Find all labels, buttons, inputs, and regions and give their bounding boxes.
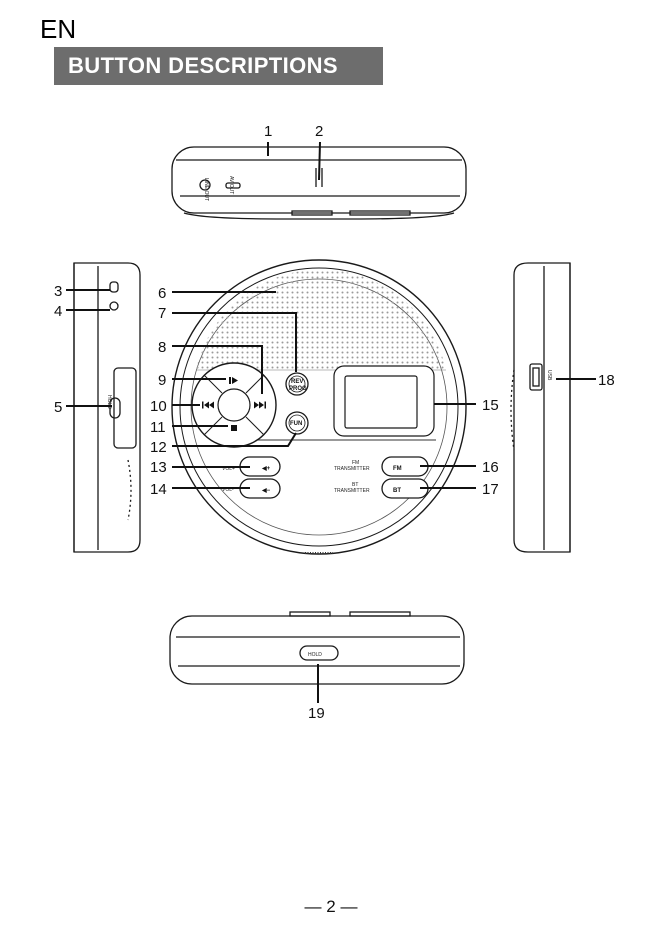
page-number: — 2 — [0,897,662,917]
right-side-view [511,263,570,552]
callout-12: 12 [150,439,167,456]
callout-19: 19 [308,705,325,722]
bt-caption-line2: TRANSMITTER [334,488,370,494]
callout-18: 18 [598,372,615,389]
av-out-label: AV OUT [228,176,234,194]
callout-16: 16 [482,459,499,476]
usb-label: USB [546,370,552,381]
callout-9: 9 [158,372,166,389]
callout-2: 2 [315,123,323,140]
rev-button-label: REV [291,379,303,385]
callout-6: 6 [158,285,166,302]
front-view [172,260,466,554]
fun-button-label: FUN [290,421,302,427]
callout-7: 7 [158,305,166,322]
callout-15: 15 [482,397,499,414]
fm-caption-line2: TRANSMITTER [334,466,370,472]
callout-1: 1 [264,123,272,140]
callout-11: 11 [150,419,166,436]
vol-down-button-label: ◀− [261,487,271,494]
line-out-label: LINE OUT [203,178,209,201]
callout-4: 4 [54,303,62,320]
callout-14: 14 [150,481,167,498]
hold-switch-label: HOLD [308,652,322,658]
prog-button-label: PROG [289,386,307,392]
callout-13: 13 [150,459,167,476]
callout-5: 5 [54,399,62,416]
callout-17: 17 [482,481,499,498]
callout-10: 10 [150,398,167,415]
callout-3: 3 [54,283,62,300]
fm-button-label: FM [393,466,402,472]
hold-side-label: HOLD [106,395,112,409]
callout-8: 8 [158,339,166,356]
bt-button-label: BT [393,488,401,494]
vol-up-button-label: ◀+ [261,465,271,472]
